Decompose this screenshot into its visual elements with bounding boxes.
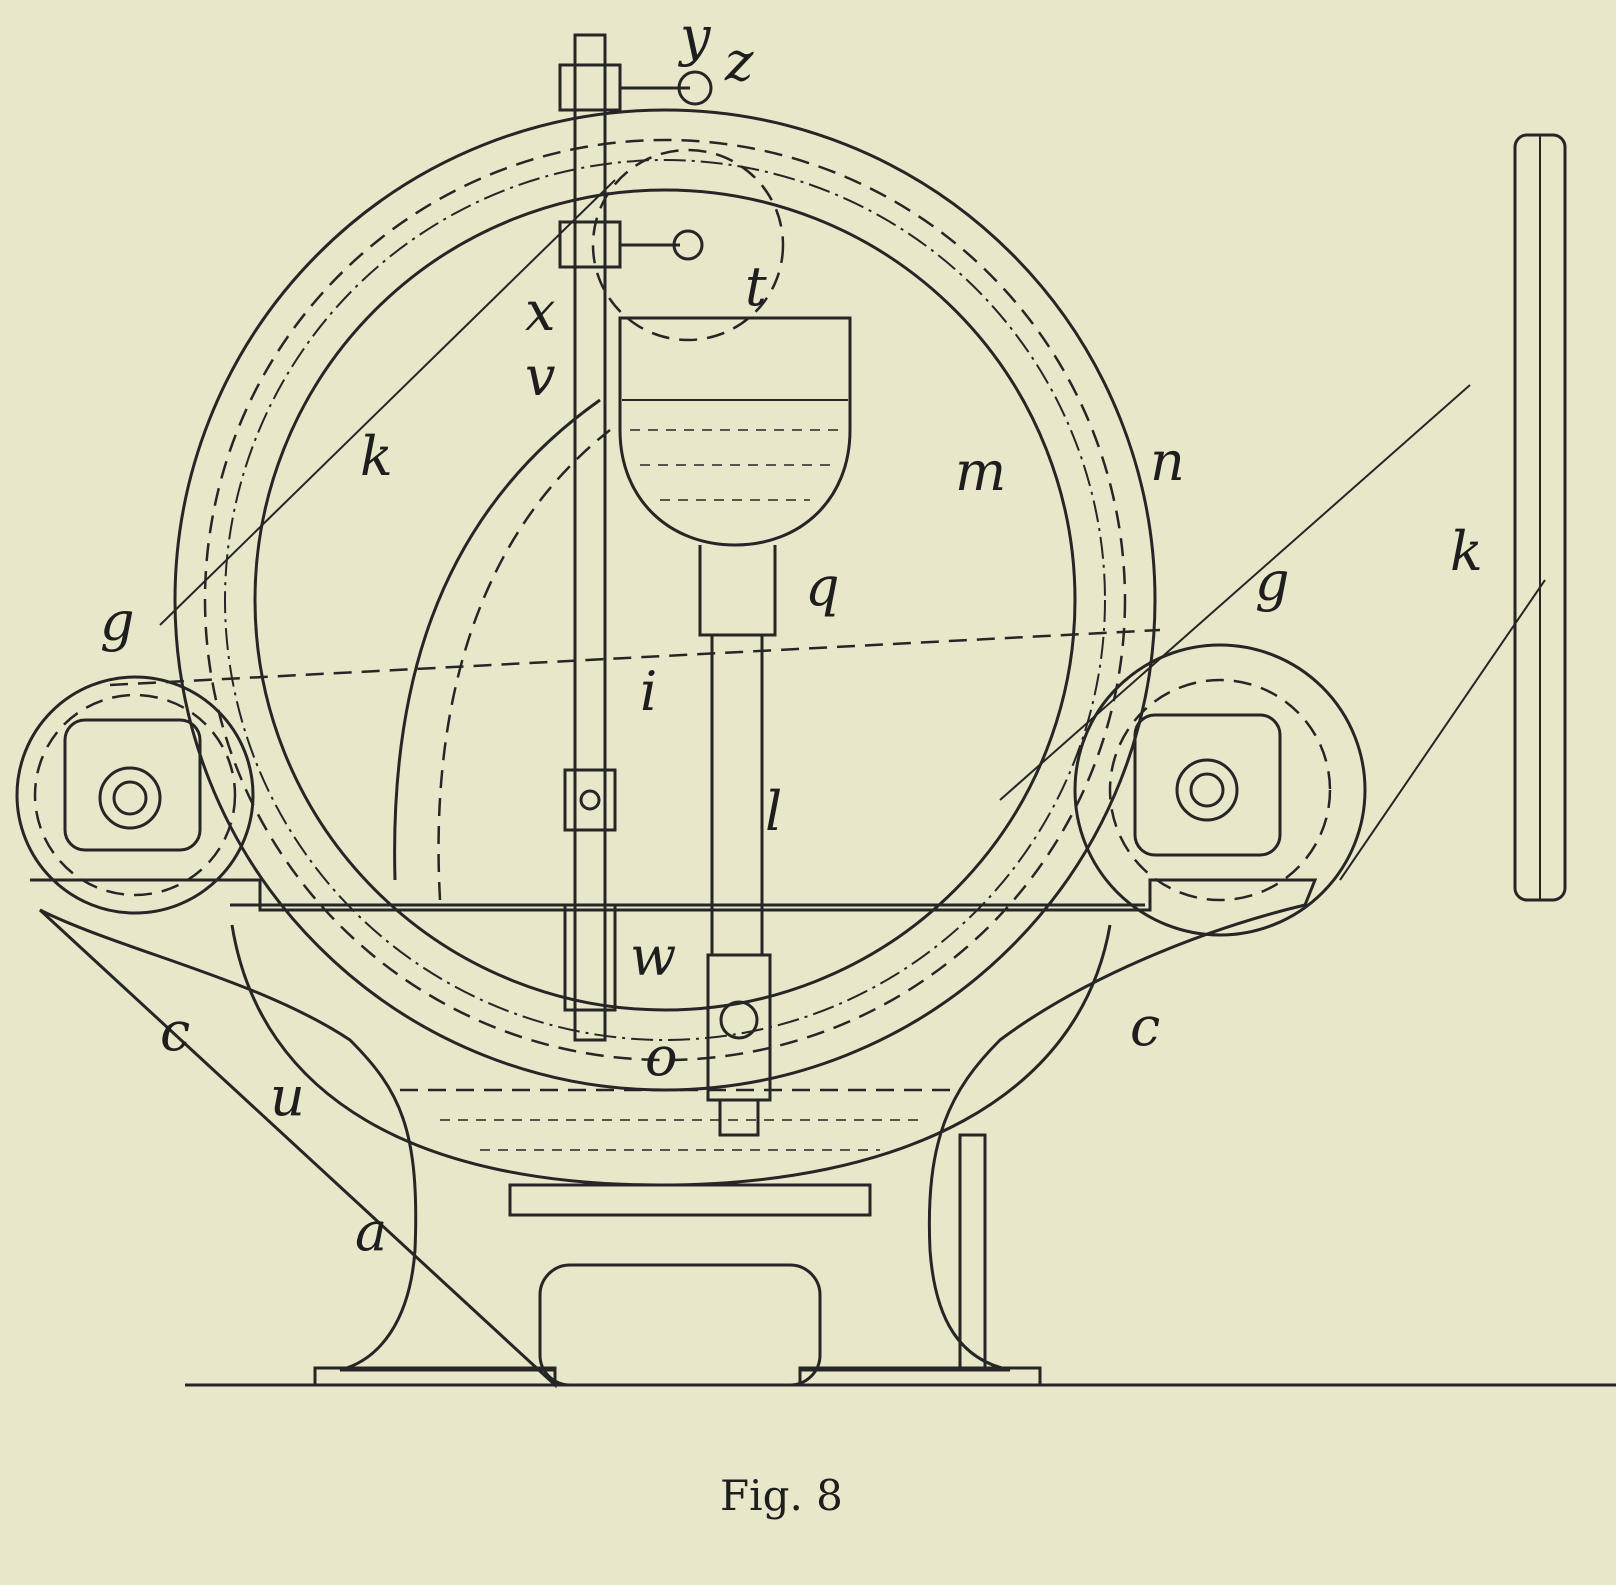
label-l: l bbox=[765, 780, 782, 843]
right-bearing-core bbox=[1189, 772, 1225, 808]
label-z: z bbox=[724, 30, 754, 93]
label-o: o bbox=[645, 1025, 678, 1088]
label-v: v bbox=[525, 345, 556, 408]
rod-clamp-mid bbox=[558, 220, 622, 269]
column-l bbox=[710, 633, 764, 957]
left-bearing-core bbox=[112, 780, 148, 816]
label-c-left: c bbox=[160, 1000, 190, 1063]
k-right-leader bbox=[1339, 579, 1546, 881]
right-bearing-block bbox=[1133, 713, 1282, 857]
label-k-right: k bbox=[1450, 520, 1483, 583]
left-roller-inner bbox=[33, 693, 237, 897]
vertical-rod bbox=[573, 33, 607, 1042]
top-wheel bbox=[591, 148, 785, 342]
inner-ring bbox=[253, 188, 1077, 1012]
column-bolt bbox=[719, 1000, 759, 1040]
cup-neck bbox=[698, 545, 777, 637]
label-x: x bbox=[525, 280, 555, 343]
foot-plate bbox=[798, 1366, 1042, 1387]
rod-block-hole bbox=[579, 789, 601, 811]
label-i: i bbox=[640, 660, 657, 723]
right-roller-inner bbox=[1108, 678, 1332, 902]
right-post bbox=[958, 1133, 987, 1372]
left-bearing bbox=[98, 766, 162, 830]
label-t: t bbox=[745, 255, 767, 318]
label-q: q bbox=[805, 555, 840, 618]
diagonal-right bbox=[999, 384, 1471, 801]
label-a: a bbox=[355, 1200, 387, 1263]
right-roller bbox=[1073, 643, 1367, 937]
rod-clamp-top bbox=[558, 63, 622, 112]
figure-caption: Fig. 8 bbox=[720, 1471, 843, 1520]
column-block-o bbox=[706, 953, 772, 1102]
diagonal-k-left bbox=[159, 179, 616, 626]
drain-box bbox=[538, 1263, 822, 1387]
pivot-z bbox=[677, 70, 713, 106]
label-n: n bbox=[1150, 430, 1185, 493]
rod-block-v bbox=[563, 768, 617, 832]
lower-plate bbox=[508, 1183, 872, 1217]
label-w: w bbox=[630, 925, 676, 988]
label-g-left: g bbox=[100, 590, 135, 653]
label-c-right: c bbox=[1130, 995, 1160, 1058]
foot-plate bbox=[313, 1366, 557, 1387]
water-jet bbox=[393, 398, 601, 881]
right-bearing bbox=[1175, 758, 1239, 822]
label-g-right: g bbox=[1255, 550, 1290, 613]
label-u: u bbox=[270, 1065, 305, 1128]
rod-block-w bbox=[563, 903, 617, 1012]
water-jet-inner bbox=[437, 429, 611, 901]
left-bearing-block bbox=[63, 718, 202, 852]
axis-line bbox=[109, 628, 1161, 687]
base-frame bbox=[30, 878, 1318, 1389]
column-foot bbox=[718, 1098, 760, 1137]
ring-dashed-outer bbox=[203, 138, 1127, 1062]
left-roller bbox=[15, 675, 255, 915]
ring-centerline bbox=[224, 159, 1106, 1041]
label-m: m bbox=[955, 440, 1006, 503]
label-y: y bbox=[678, 5, 712, 68]
cup-q bbox=[618, 316, 852, 547]
label-k-left: k bbox=[360, 425, 393, 488]
